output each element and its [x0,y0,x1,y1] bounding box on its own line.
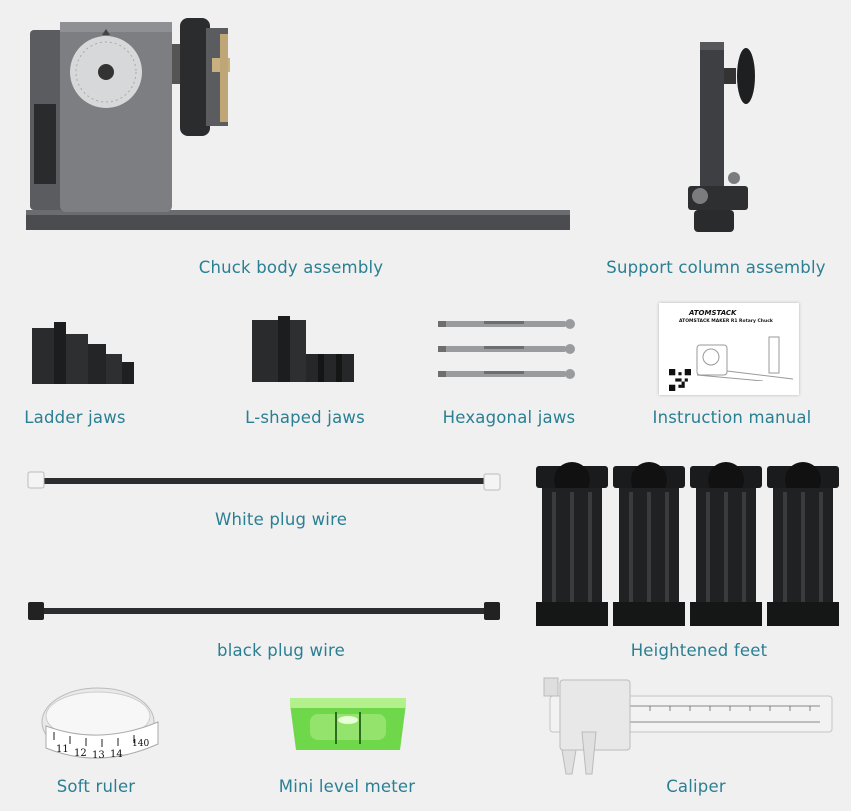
l-shaped-jaws-image [252,316,354,382]
qr-code-icon [669,369,691,391]
manual-page: ATOMSTACK ATOMSTACK MAKER R1 Rotary Chuc… [659,303,799,395]
heightened-feet-image [536,462,839,626]
soft-ruler-number-5: 140 [132,739,149,749]
ladder-jaws-label: Ladder jaws [24,408,126,427]
ladder-jaws-image [32,322,134,384]
soft-ruler-image: 11 12 13 14 140 [41,687,159,761]
support-column-image [688,42,755,232]
manual-brand: ATOMSTACK [689,309,737,317]
l-shaped-jaws-label: L-shaped jaws [245,408,365,427]
caliper-label: Caliper [666,777,726,796]
chuck-body-image [26,18,570,230]
white-plug-wire-label: White plug wire [214,510,348,529]
heightened-feet-label: Heightened feet [630,641,768,660]
instruction-manual-label: Instruction manual [652,408,812,427]
support-column-label: Support column assembly [606,258,826,277]
mini-level-meter-image [290,698,406,750]
manual-subtitle: ATOMSTACK MAKER R1 Rotary Chuck [679,319,773,324]
chuck-body-label: Chuck body assembly [198,258,384,277]
soft-ruler-number-4: 14 [110,749,123,760]
hexagonal-jaws-label: Hexagonal jaws [442,408,576,427]
hexagonal-jaws-image [438,319,575,379]
soft-ruler-number-3: 13 [92,750,105,761]
black-plug-wire-image [28,602,500,620]
white-plug-wire-image [27,471,501,491]
soft-ruler-number-2: 12 [74,748,87,759]
soft-ruler-label: Soft ruler [56,777,136,796]
black-plug-wire-label: black plug wire [217,641,345,660]
caliper-image [543,677,833,775]
manual-illustration [696,336,794,381]
soft-ruler-number-1: 11 [56,744,69,755]
mini-level-meter-label: Mini level meter [278,777,416,796]
